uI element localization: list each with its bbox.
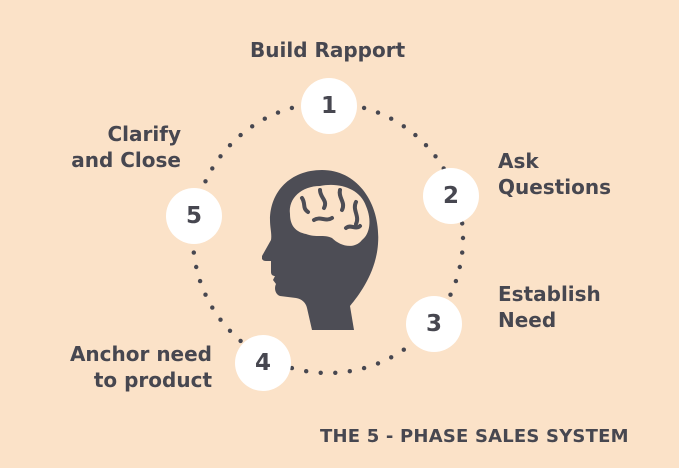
phase-3-node: 3	[406, 296, 462, 352]
ring-dot	[238, 338, 243, 344]
phase-2-node: 2	[423, 168, 479, 224]
ring-dot	[227, 328, 233, 333]
ring-dot	[197, 278, 203, 284]
ring-dot	[304, 369, 309, 374]
ring-dot	[210, 305, 215, 310]
ring-dot	[194, 264, 199, 270]
ring-dot	[375, 361, 381, 366]
phase-3-label: Establish Need	[498, 282, 601, 332]
ring-dot	[361, 105, 367, 111]
phase-1-node: 1	[301, 78, 357, 134]
ring-dot	[218, 317, 223, 322]
ring-dot	[318, 370, 323, 375]
phase-1-number: 1	[320, 93, 337, 119]
ring-dot	[203, 179, 208, 184]
ring-dot	[401, 124, 406, 129]
ring-dot	[453, 278, 459, 284]
phase-3-number: 3	[425, 311, 442, 337]
ring-dot	[218, 154, 223, 159]
ring-dot	[227, 143, 233, 148]
ring-dot	[375, 110, 381, 115]
phase-1-label: Build Rapport	[250, 38, 406, 62]
ring-dot	[191, 250, 196, 255]
ring-dot	[238, 132, 243, 138]
ring-dot	[289, 365, 295, 371]
ring-dot	[413, 132, 418, 138]
ring-dot	[361, 365, 367, 371]
ring-dot	[333, 370, 338, 375]
ring-dot	[423, 143, 429, 148]
ring-dot	[460, 250, 465, 255]
ring-dot	[250, 124, 255, 129]
phase-5-number: 5	[185, 203, 202, 229]
phase-4-number: 4	[254, 350, 271, 376]
phase-5-label: Clarify and Close	[71, 122, 181, 172]
ring-dot	[347, 369, 352, 374]
phase-5-node: 5	[166, 188, 222, 244]
ring-dot	[262, 116, 267, 121]
phase-4-label: Anchor need to product	[69, 342, 212, 392]
ring-dot	[457, 264, 462, 270]
phase-4-node: 4	[235, 335, 291, 391]
phase-2-number: 2	[442, 183, 459, 209]
ring-dot	[289, 105, 295, 111]
ring-dot	[401, 347, 406, 352]
ring-dot	[210, 166, 215, 171]
phase-2-label: Ask Questions	[498, 149, 612, 199]
ring-dot	[448, 292, 453, 297]
human-head-brain-icon	[262, 170, 379, 330]
ring-dot	[460, 221, 465, 226]
ring-dot	[460, 235, 466, 241]
ring-dot	[389, 355, 394, 360]
diagram-title: THE 5 - PHASE SALES SYSTEM	[320, 426, 629, 447]
ring-dot	[275, 110, 281, 115]
ring-dot	[389, 116, 394, 121]
ring-dot	[433, 154, 438, 159]
ring-dot	[203, 292, 208, 297]
